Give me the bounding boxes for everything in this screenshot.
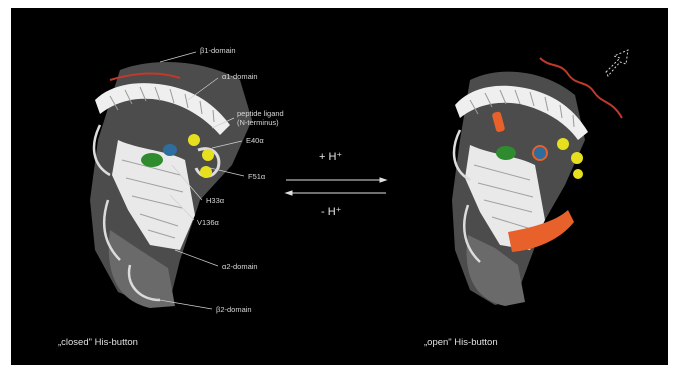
label-e40a: E40α bbox=[246, 136, 264, 145]
caption-open: „open" His-button bbox=[424, 337, 498, 348]
open-h33-residue bbox=[496, 146, 516, 160]
open-blue-residue bbox=[534, 147, 546, 159]
open-yellow-residue-3 bbox=[573, 169, 583, 179]
label-a2-domain: α2-domain bbox=[222, 262, 258, 271]
closed-yellow-residue-1 bbox=[188, 134, 200, 146]
open-yellow-residue-1 bbox=[557, 138, 569, 150]
label-a1-domain: α1-domain bbox=[222, 72, 258, 81]
caption-closed: „closed" His-button bbox=[58, 337, 138, 348]
equilibrium-arrows bbox=[286, 178, 386, 195]
open-structure bbox=[452, 50, 628, 306]
equilibrium-forward-label: + H⁺ bbox=[319, 150, 342, 163]
closed-yellow-residue-2 bbox=[202, 149, 214, 161]
label-h33a: H33α bbox=[206, 196, 224, 205]
label-peptide-ligand: peptide ligand (N-terminus) bbox=[237, 109, 284, 127]
release-arrow-icon bbox=[606, 50, 628, 76]
closed-blue-residue bbox=[163, 144, 177, 156]
label-b2-domain: β2-domain bbox=[216, 305, 252, 314]
closed-structure bbox=[90, 62, 252, 308]
label-v136a: V136α bbox=[197, 218, 219, 227]
label-b1-domain: β1-domain bbox=[200, 46, 236, 55]
open-yellow-residue-2 bbox=[571, 152, 583, 164]
equilibrium-reverse-label: - H⁺ bbox=[321, 205, 341, 218]
closed-h33-residue bbox=[141, 153, 163, 167]
label-f51a: F51α bbox=[248, 172, 265, 181]
